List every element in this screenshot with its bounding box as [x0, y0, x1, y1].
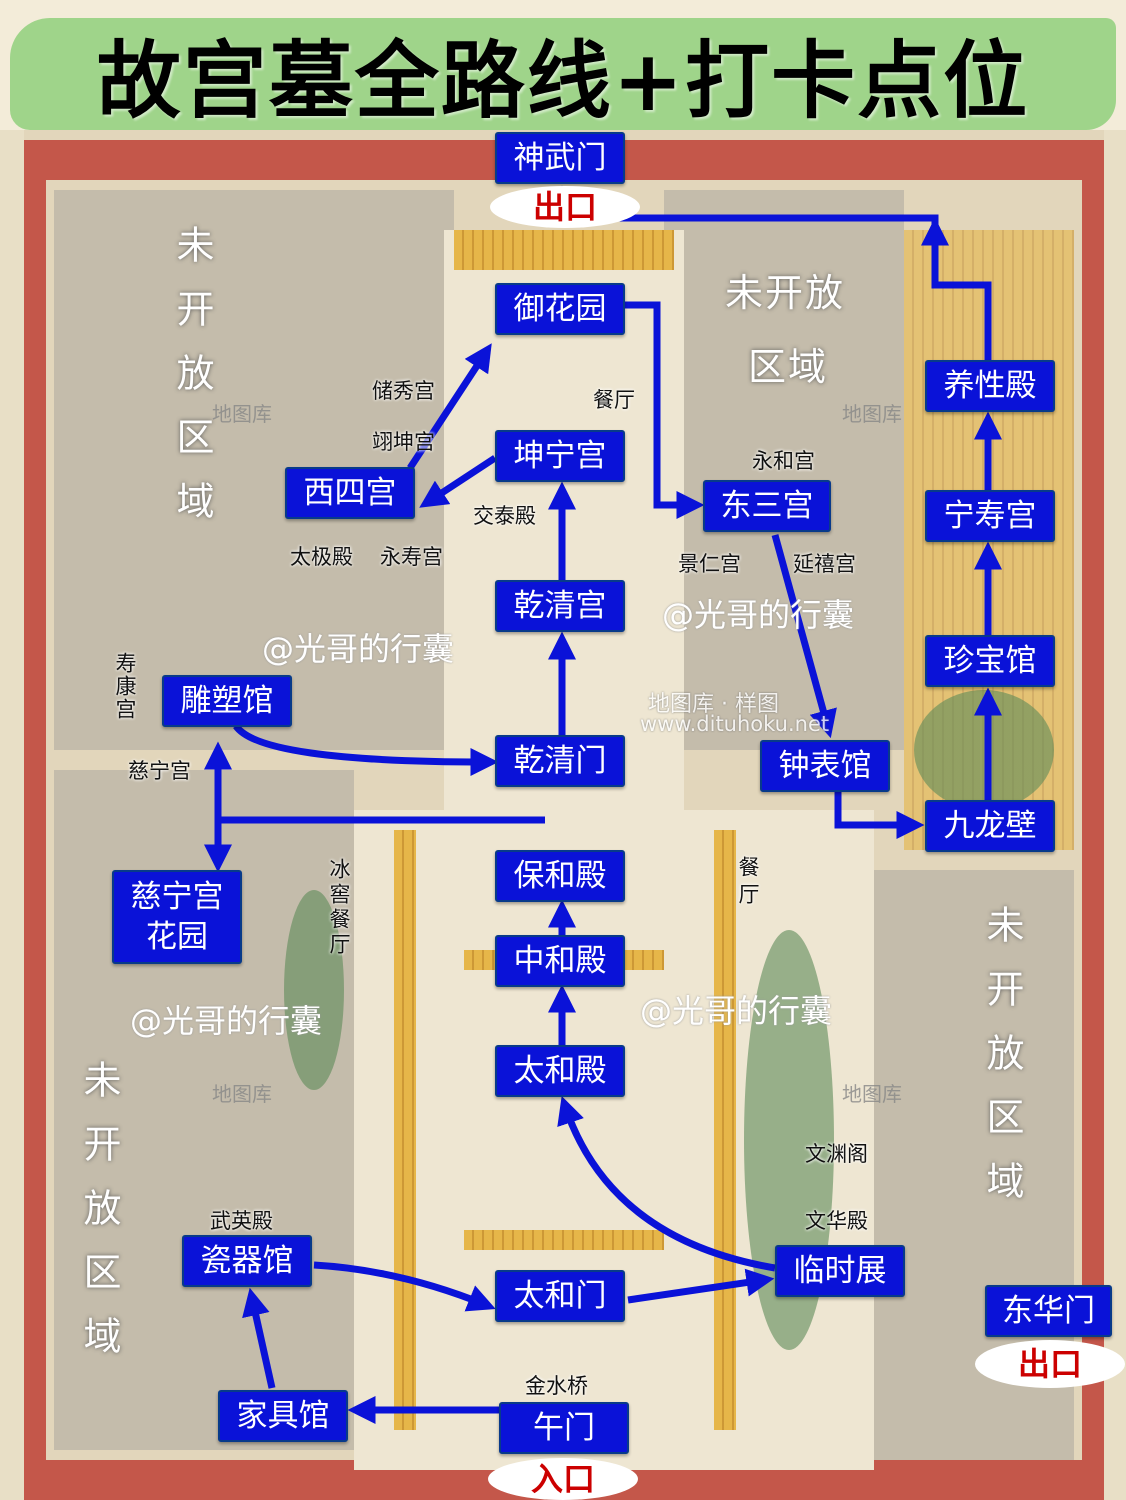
arrow-xisigong-yuhuayuan — [407, 343, 492, 470]
watermark-handle: @光哥的行囊 — [662, 596, 855, 634]
label-cininggong-garden[interactable]: 慈宁宫花园 — [112, 870, 242, 964]
closed-area-center-1: 未开放 — [725, 271, 846, 315]
place-canting: 餐厅 — [593, 388, 635, 412]
arrow-ciqiguan-taihemen — [313, 1261, 496, 1312]
label-xisigong[interactable]: 西四宫 — [285, 467, 415, 519]
watermark: 地图库 — [212, 402, 272, 426]
watermark: 地图库 — [842, 1082, 902, 1106]
label-zhenbaoguan[interactable]: 珍宝馆 — [925, 635, 1055, 687]
label-donghuamen[interactable]: 东华门 — [985, 1285, 1112, 1337]
header-banner: 故宫墓全路线+打卡点位 — [0, 0, 1126, 130]
watermark: 地图库 — [212, 1082, 272, 1106]
label-yangxingdian[interactable]: 养性殿 — [925, 360, 1055, 412]
label-kunninggong[interactable]: 坤宁宫 — [495, 430, 625, 482]
watermark-handle: @光哥的行囊 — [640, 992, 833, 1030]
place-yanxigong: 延禧宫 — [793, 552, 856, 576]
label-ciqiguan[interactable]: 瓷器馆 — [182, 1235, 312, 1287]
watermark-sample: 地图库 · 样图 — [648, 692, 779, 717]
east-wall — [1082, 140, 1104, 1500]
exit-east: 出口 — [975, 1340, 1125, 1388]
label-linshizhan[interactable]: 临时展 — [775, 1245, 905, 1297]
east-corridor — [714, 830, 736, 1430]
label-qianqingmen[interactable]: 乾清门 — [495, 735, 625, 787]
entrance-south: 入口 — [488, 1458, 638, 1500]
place-canting-east: 餐厅 — [736, 856, 760, 910]
inner-court-roofs — [454, 230, 674, 270]
place-chuxiugong: 储秀宫 — [372, 379, 435, 403]
place-wenhuadian: 文华殿 — [805, 1209, 868, 1233]
east-building-block — [664, 190, 904, 750]
label-taihemen[interactable]: 太和门 — [495, 1270, 625, 1322]
arrow-zhongbiaoguan-jiulongbi — [834, 790, 925, 839]
closed-area-left-top: 未开放区域 — [170, 225, 214, 545]
place-cininggong: 慈宁宫 — [128, 759, 191, 783]
label-line: 花园 — [146, 919, 208, 955]
arrow-jiajuguan-ciqiguan — [242, 1287, 276, 1389]
place-taijidian: 太极殿 — [290, 545, 353, 569]
label-line: 慈宁宫 — [130, 879, 224, 915]
place-shoukanggong: 寿康宫 — [113, 652, 137, 721]
green-brush-stroke — [10, 18, 1116, 130]
label-shenwumen[interactable]: 神武门 — [495, 132, 625, 184]
label-dongsangong[interactable]: 东三宫 — [703, 480, 831, 532]
arrow-dongsangong-zhongbiaoguan — [771, 534, 837, 739]
label-diaosuguan[interactable]: 雕塑馆 — [162, 675, 292, 727]
closed-area-left-bottom: 未开放区域 — [77, 1060, 121, 1380]
watermark: 地图库 — [842, 402, 902, 426]
place-yonghegong: 永和宫 — [752, 449, 815, 473]
place-jinshuiqiao: 金水桥 — [525, 1374, 588, 1398]
place-jiaotaidian: 交泰殿 — [473, 504, 536, 528]
watermark-handle: @光哥的行囊 — [262, 630, 455, 668]
exit-north: 出口 — [490, 186, 640, 228]
trees — [284, 890, 344, 1090]
place-wuyingdian: 武英殿 — [210, 1209, 273, 1233]
arrow-kunninggong-xisigong — [419, 455, 497, 508]
arrow-diaosuguan-qianqingmen — [233, 723, 499, 776]
place-yongshougong: 永寿宫 — [380, 545, 443, 569]
page-title: 故宫墓全路线+打卡点位 — [96, 32, 1030, 130]
label-baohedian[interactable]: 保和殿 — [495, 850, 625, 902]
hall-roof — [464, 1230, 664, 1250]
west-wall — [24, 140, 46, 1500]
label-zhongbiaoguan[interactable]: 钟表馆 — [760, 740, 890, 792]
closed-area-center-2: 区域 — [748, 345, 829, 389]
label-zhonghedian[interactable]: 中和殿 — [495, 935, 625, 987]
arrow-yuhuayuan-dongsangong — [625, 301, 705, 519]
label-jiajuguan[interactable]: 家具馆 — [218, 1390, 348, 1442]
place-yikungong: 翊坤宫 — [372, 430, 435, 454]
label-yuhuayuan[interactable]: 御花园 — [495, 283, 625, 335]
label-ningshougong[interactable]: 宁寿宫 — [925, 490, 1055, 542]
place-wenyuange: 文渊阁 — [805, 1142, 868, 1166]
watermark-url: www.dituhoku.net — [640, 712, 830, 736]
arrow-taihemen-linshizhan — [627, 1268, 775, 1304]
watermark-handle: @光哥的行囊 — [130, 1002, 323, 1040]
label-taihedian[interactable]: 太和殿 — [495, 1045, 625, 1097]
label-jiulongbi[interactable]: 九龙壁 — [925, 800, 1055, 852]
label-wumen[interactable]: 午门 — [499, 1402, 629, 1454]
place-bingjiao-canting: 冰窖餐厅 — [327, 858, 351, 958]
arrow-linshizhan-taihedian — [557, 1096, 776, 1272]
closed-area-right: 未开放区域 — [980, 905, 1024, 1225]
place-jingrengong: 景仁宫 — [678, 552, 741, 576]
label-qianqinggong[interactable]: 乾清宫 — [495, 580, 625, 632]
